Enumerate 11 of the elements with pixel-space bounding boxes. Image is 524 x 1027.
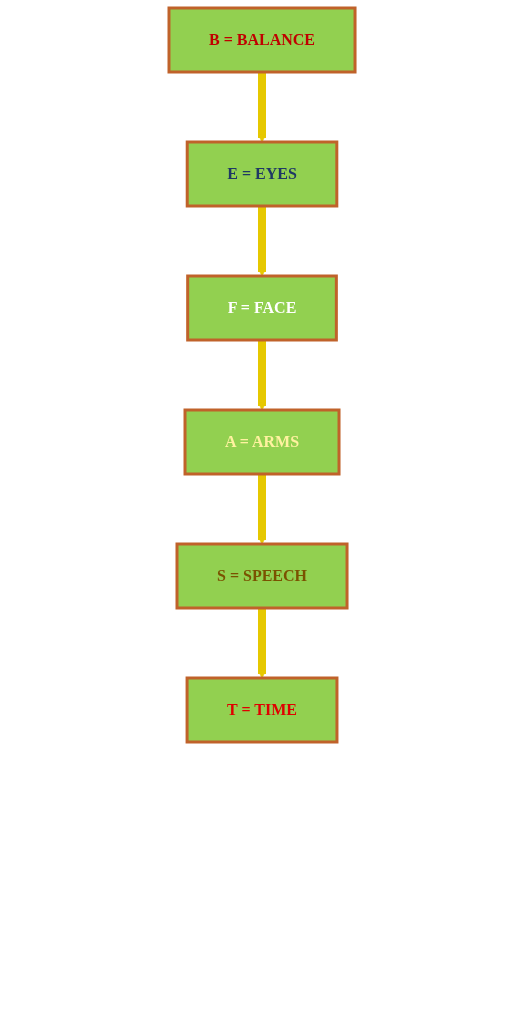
arrow — [257, 608, 267, 679]
node-box: A = ARMS — [183, 408, 341, 476]
node-box: F = FACE — [186, 274, 338, 342]
node-box: T = TIME — [185, 676, 339, 744]
arrow — [257, 72, 267, 143]
node-box: S = SPEECH — [175, 542, 349, 610]
node-box: E = EYES — [185, 140, 339, 208]
arrow — [257, 340, 267, 411]
arrow — [257, 206, 267, 277]
arrow — [257, 474, 267, 545]
node-box: B = BALANCE — [167, 6, 357, 74]
